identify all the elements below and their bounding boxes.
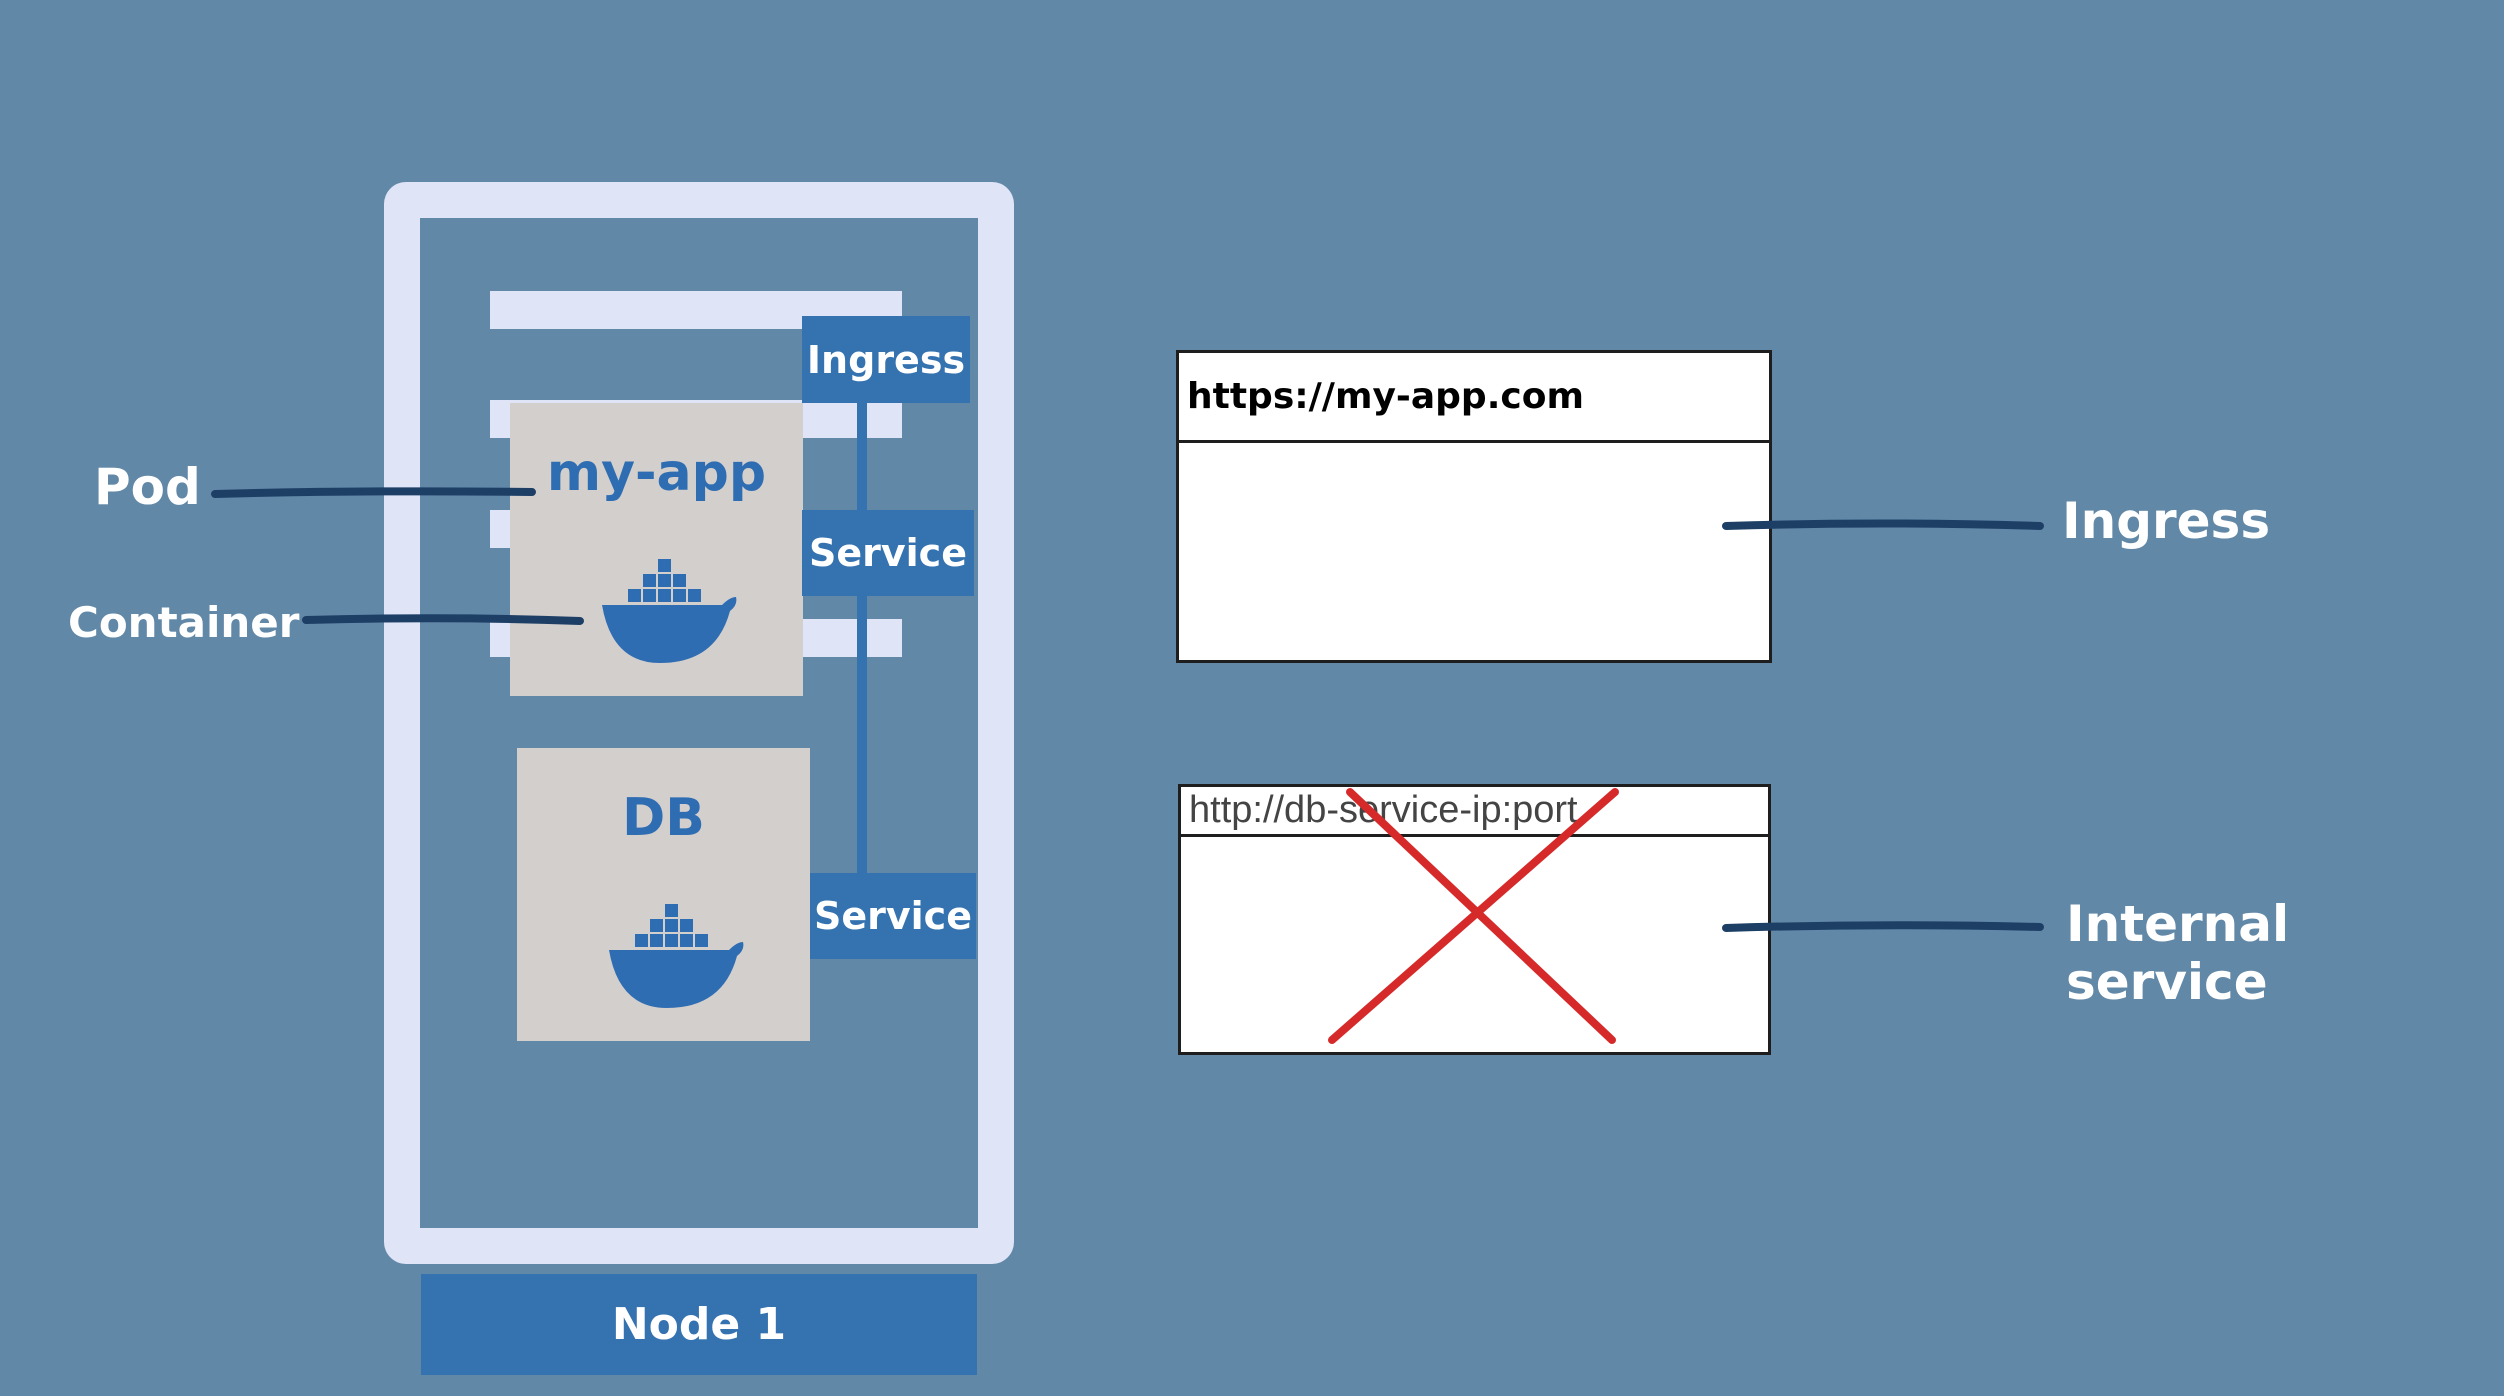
pod-title: my-app — [546, 443, 767, 503]
ingress-annotation-label: Ingress — [2062, 492, 2271, 550]
browser-window-external: https://my-app.com — [1176, 350, 1772, 663]
cross-line — [1328, 788, 1619, 1044]
pod-connector-line — [211, 487, 536, 498]
docker-whale-icon — [609, 904, 744, 1008]
container-annotation-label: Container — [68, 598, 300, 647]
url-bar: https://my-app.com — [1179, 353, 1769, 443]
container-connector-line — [302, 614, 584, 625]
ingress-connector-line — [1722, 519, 2044, 530]
internal-service-annotation-label: Internal service — [2066, 895, 2290, 1011]
pod-my-app: my-app — [510, 403, 803, 696]
db-service-box: Service — [810, 873, 976, 959]
service-connector-line — [857, 400, 867, 880]
ingress-box: Ingress — [802, 316, 970, 403]
pod-db: DB — [517, 748, 810, 1041]
internal-service-connector-line — [1722, 921, 2044, 932]
pod-title: DB — [622, 788, 705, 848]
pod-annotation-label: Pod — [94, 458, 201, 516]
node-label: Node 1 — [421, 1274, 977, 1375]
docker-whale-icon — [602, 559, 737, 663]
cross-line — [1346, 788, 1616, 1044]
app-service-box: Service — [802, 510, 974, 596]
url-text: https://my-app.com — [1187, 376, 1584, 417]
